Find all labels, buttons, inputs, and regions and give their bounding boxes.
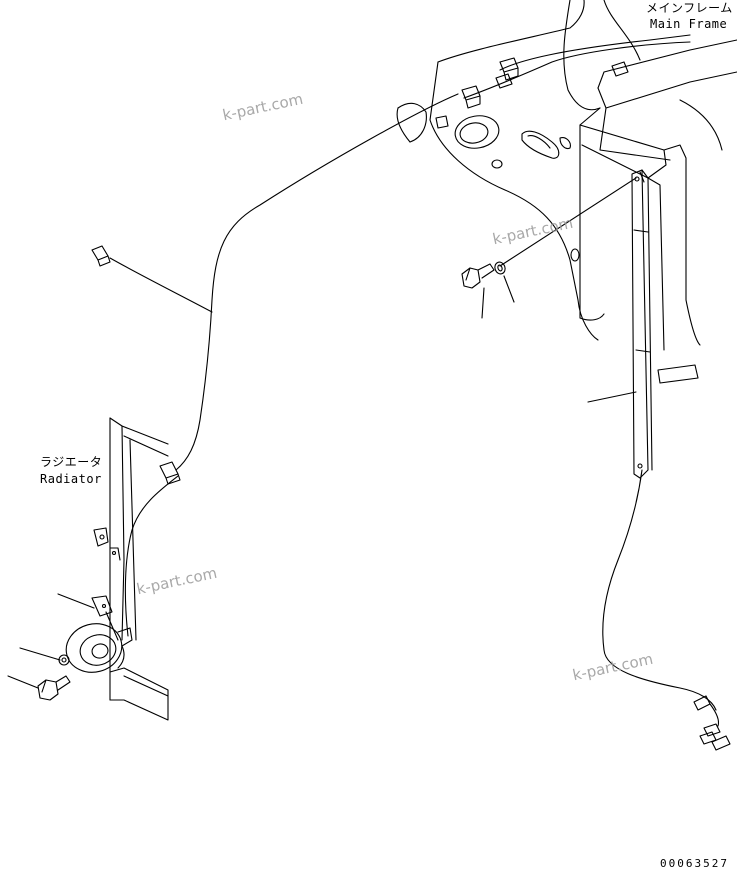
- side-cover-panel: [579, 39, 737, 384]
- bracket-leader-line: [587, 391, 637, 403]
- horn-bracket: [91, 595, 119, 641]
- bolt-lower: [37, 675, 71, 701]
- leader-lines-lower: [7, 593, 95, 689]
- bolt-upper: [461, 263, 495, 319]
- wiring-harness: [109, 34, 717, 711]
- main-frame-label-jp: メインフレーム: [646, 1, 733, 15]
- harness-bracket-right: [631, 169, 653, 479]
- harness-connector-bottom-right: [693, 695, 731, 751]
- harness-connector-left: [91, 245, 111, 267]
- washer-upper: [494, 261, 515, 303]
- part-number: 00063527: [660, 857, 729, 870]
- frame-holes: [454, 115, 580, 262]
- main-frame-label-en: Main Frame: [650, 17, 728, 31]
- frame-connectors: [435, 57, 629, 129]
- bolt-leader-line: [499, 177, 637, 267]
- radiator-label-jp: ラジエータ: [40, 455, 103, 469]
- radiator-label-en: Radiator: [40, 472, 102, 486]
- main-frame-outline: [396, 0, 641, 341]
- harness-connector-mid: [159, 461, 181, 485]
- radiator-frame: [93, 417, 169, 721]
- horn: [65, 623, 133, 673]
